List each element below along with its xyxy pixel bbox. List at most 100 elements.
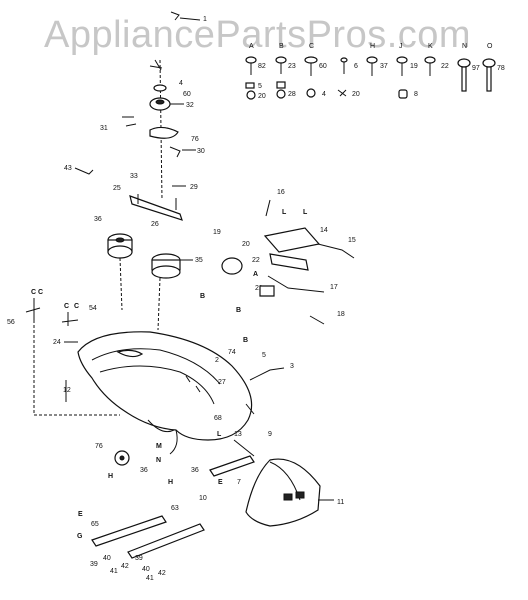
callout-54: 54 — [89, 305, 97, 312]
nut-label-5: 5 — [258, 83, 262, 90]
callout-5: 5 — [262, 352, 266, 359]
legend-num-82: 82 — [258, 63, 266, 70]
mower-deck-housing — [77, 331, 253, 455]
callout-31: 31 — [100, 125, 108, 132]
deck-right-hardware: B 74 5 2 3 27 68 13 9 L — [214, 337, 294, 457]
legend-letter-k: K — [428, 43, 433, 50]
hardware-legend: A B C H J K N O 82 23 60 6 37 19 22 97 7… — [245, 43, 505, 100]
discharge-chute: 11 — [245, 458, 344, 527]
callout-13: 13 — [234, 431, 242, 438]
legend-letter-c: C — [309, 43, 314, 50]
callout-11: 11 — [337, 499, 344, 506]
callout-39-2: 39 — [135, 555, 143, 562]
callout-25: 25 — [113, 185, 121, 192]
callout-1: 1 — [203, 16, 207, 23]
callout-19: 19 — [213, 229, 221, 236]
callout-14: 14 — [320, 227, 328, 234]
letter-c-4: C — [74, 303, 79, 310]
callout-22: 22 — [252, 257, 260, 264]
legend-letter-a: A — [249, 43, 254, 50]
legend-num-37: 37 — [380, 63, 388, 70]
letter-h-2: H — [168, 479, 173, 486]
callout-36: 36 — [94, 216, 102, 223]
bolt-j — [396, 56, 408, 76]
callout-30: 30 — [197, 148, 205, 155]
watermark-text: AppliancePartsPros.com — [44, 14, 472, 56]
callout-40-1: 40 — [103, 555, 111, 562]
bolt-b — [275, 56, 287, 74]
idler-bracket-assembly: 16 L L 14 15 19 20 22 17 21 A B B 18 — [200, 189, 356, 325]
callout-4: 4 — [179, 80, 183, 87]
callout-7: 7 — [237, 479, 241, 486]
callout-68: 68 — [214, 415, 222, 422]
legend-letter-b: B — [279, 43, 284, 50]
callout-12: 12 — [63, 387, 71, 394]
letter-e-2: E — [78, 511, 83, 518]
callout-2: 2 — [215, 357, 219, 364]
callout-20: 20 — [242, 241, 250, 248]
legend-num-60: 60 — [319, 63, 327, 70]
nut-label-4: 4 — [322, 91, 326, 98]
letter-a: A — [253, 271, 258, 278]
legend-num-97: 97 — [472, 65, 480, 72]
upper-spindle-assembly: 1 4 60 32 31 76 30 — [100, 11, 207, 201]
bolt-o — [482, 58, 496, 92]
callout-60: 60 — [183, 91, 191, 98]
letter-b-3: B — [243, 337, 248, 344]
callout-29: 29 — [190, 184, 198, 191]
linkage-assembly: 43 33 29 25 26 — [64, 165, 198, 228]
bolt-h — [366, 56, 378, 76]
letter-m: M — [156, 443, 162, 450]
letter-g: G — [77, 533, 83, 540]
letter-h-1: H — [108, 473, 113, 480]
legend-num-19: 19 — [410, 63, 418, 70]
callout-39-1: 39 — [90, 561, 98, 568]
callout-24: 24 — [53, 339, 61, 346]
callout-36b: 36 — [140, 467, 148, 474]
callout-9: 9 — [268, 431, 272, 438]
legend-letter-j: J — [399, 43, 403, 50]
letter-b-1: B — [236, 307, 241, 314]
nut-label-28: 28 — [288, 91, 296, 98]
letter-l-2: L — [303, 209, 308, 216]
callout-65: 65 — [91, 521, 99, 528]
letter-n: N — [156, 457, 161, 464]
callout-43: 43 — [64, 165, 72, 172]
callout-41-2: 41 — [146, 575, 154, 582]
callout-32: 32 — [186, 102, 194, 109]
callout-40-2: 40 — [142, 566, 150, 573]
callout-21: 21 — [255, 285, 263, 292]
bolt-c — [304, 56, 318, 76]
nut-label-20a: 20 — [258, 93, 266, 100]
legend-num-22: 22 — [441, 63, 449, 70]
callout-63: 63 — [171, 505, 179, 512]
callout-56: 56 — [7, 319, 15, 326]
left-fasteners: C C 56 C C 54 24 12 — [7, 289, 120, 416]
callout-33: 33 — [130, 173, 138, 180]
letter-l-3: L — [217, 431, 222, 438]
bolt-a — [245, 56, 257, 75]
lower-blade-assembly: 76 M N 36 36 H H 63 10 7 E 65 E G 39 40 … — [77, 443, 255, 582]
callout-27: 27 — [218, 379, 226, 386]
nut-row: 5 20 28 4 20 8 — [245, 81, 418, 100]
callout-76b: 76 — [95, 443, 103, 450]
letter-c-3: C — [64, 303, 69, 310]
callout-42-2: 42 — [158, 570, 166, 577]
callout-41-1: 41 — [110, 568, 118, 575]
callout-42-1: 42 — [121, 563, 129, 570]
callout-26: 26 — [151, 221, 159, 228]
callout-36c: 36 — [191, 467, 199, 474]
callout-3: 3 — [290, 363, 294, 370]
callout-35: 35 — [195, 257, 203, 264]
legend-num-23: 23 — [288, 63, 296, 70]
callout-17: 17 — [330, 284, 338, 291]
legend-letter-h: H — [370, 43, 375, 50]
callout-10: 10 — [199, 495, 207, 502]
letter-e-1: E — [218, 479, 223, 486]
legend-num-6: 6 — [354, 63, 358, 70]
callout-15: 15 — [348, 237, 356, 244]
letter-b-2: B — [200, 293, 205, 300]
nut-label-8: 8 — [414, 91, 418, 98]
bolt-e — [340, 57, 348, 74]
